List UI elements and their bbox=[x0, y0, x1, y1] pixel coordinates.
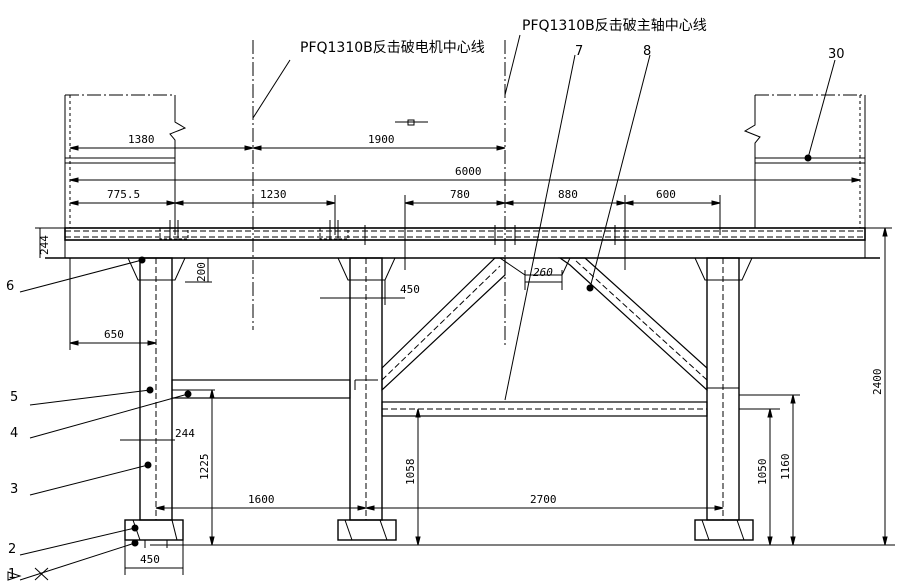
callout-7: 7 bbox=[575, 44, 583, 59]
dim-1600: 1600 bbox=[248, 493, 275, 506]
motor-centerline bbox=[252, 40, 291, 330]
tie-beam bbox=[171, 379, 351, 399]
column-right bbox=[694, 257, 754, 541]
callout-6: 6 bbox=[6, 279, 14, 294]
dim-775: 775.5 bbox=[107, 188, 140, 201]
ground-symbol bbox=[7, 567, 49, 581]
dim-244-left: 244 bbox=[175, 427, 195, 440]
dim-arrows-side bbox=[69, 227, 888, 546]
dim-450-mid: 450 bbox=[400, 283, 420, 296]
dim-1225: 1225 bbox=[198, 454, 211, 481]
dim-1230: 1230 bbox=[260, 188, 287, 201]
callout-30: 30 bbox=[828, 47, 845, 62]
dim-lines-top bbox=[69, 147, 860, 350]
dim-2700: 2700 bbox=[530, 493, 557, 506]
callout-2: 2 bbox=[8, 542, 16, 557]
labels: PFQ1310B反击破电机中心线 PFQ1310B反击破主轴中心线 1380 1… bbox=[6, 18, 884, 582]
dim-arrows-top[interactable] bbox=[69, 145, 861, 206]
dim-1058: 1058 bbox=[404, 459, 417, 486]
callout-8: 8 bbox=[643, 44, 651, 59]
dim-1050: 1050 bbox=[756, 459, 769, 486]
callout-5: 5 bbox=[10, 390, 18, 405]
diagonal-braces bbox=[381, 257, 708, 392]
plan-view-left bbox=[64, 94, 187, 228]
callout-leaders bbox=[19, 54, 836, 581]
dim-880: 880 bbox=[558, 188, 578, 201]
lower-brace bbox=[381, 401, 708, 417]
small-mark bbox=[395, 119, 428, 126]
dim-450-bottom: 450 bbox=[140, 553, 160, 566]
shaft-centerline bbox=[504, 34, 521, 345]
shaft-centerline-label: PFQ1310B反击破主轴中心线 bbox=[522, 18, 707, 34]
column-middle bbox=[337, 257, 397, 541]
dim-650: 650 bbox=[104, 328, 124, 341]
callout-3: 3 bbox=[10, 482, 18, 497]
dim-1160: 1160 bbox=[779, 454, 792, 481]
callout-1: 1 bbox=[8, 567, 16, 582]
motor-centerline-label: PFQ1310B反击破电机中心线 bbox=[300, 40, 485, 56]
dim-600: 600 bbox=[656, 188, 676, 201]
dim-6000: 6000 bbox=[455, 165, 482, 178]
dim-1380: 1380 bbox=[128, 133, 155, 146]
dim-2400: 2400 bbox=[871, 369, 884, 396]
motor-mount bbox=[159, 220, 616, 245]
callout-dots bbox=[131, 154, 812, 547]
dim-200: 200 bbox=[195, 262, 208, 282]
dim-lines-side bbox=[35, 227, 895, 575]
dim-244-top: 244 bbox=[38, 235, 51, 255]
dim-780: 780 bbox=[450, 188, 470, 201]
dim-1900: 1900 bbox=[368, 133, 395, 146]
plan-view-right bbox=[743, 94, 866, 228]
callout-4: 4 bbox=[10, 426, 18, 441]
dim-260: 260 bbox=[533, 266, 553, 279]
